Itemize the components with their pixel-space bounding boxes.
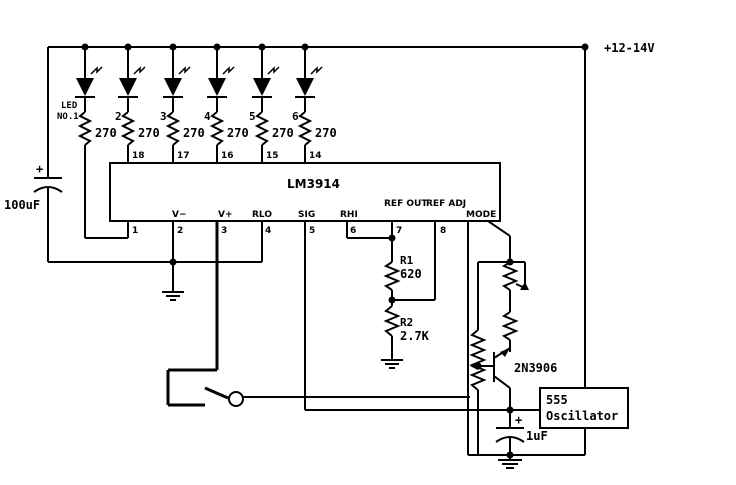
supply-rail — [47, 46, 586, 388]
pin-label-sig: SIG — [298, 210, 315, 220]
r2-name: R2 — [400, 316, 413, 329]
led-column-3: 270 3 17 — [160, 43, 205, 163]
led-diode-icon — [76, 78, 94, 96]
small-capacitor-value: 1uF — [526, 429, 548, 443]
led-diode-icon — [119, 78, 137, 96]
lm3914-chip — [109, 162, 501, 222]
led-column-5: 270 5 15 — [249, 43, 294, 163]
chip-top-pin-number: 17 — [177, 151, 190, 161]
pin-label-vminus: V− — [172, 210, 187, 220]
cap-ground-junction — [506, 451, 514, 459]
bottom-wiring — [85, 220, 586, 456]
chip-top-pin-number: 14 — [309, 151, 322, 161]
pot-arrow — [520, 282, 529, 290]
led-diode-icon — [208, 78, 226, 96]
led-resistor — [77, 111, 93, 146]
r2-resistor — [381, 305, 403, 369]
supply-node — [581, 43, 589, 51]
main-capacitor — [33, 168, 262, 263]
oscillator-line2: Oscillator — [546, 409, 618, 423]
led-resistor — [209, 111, 225, 146]
pin-number-4: 4 — [265, 226, 271, 236]
ground-junction — [169, 258, 177, 266]
chip-name: LM3914 — [287, 177, 340, 191]
light-emission-icon — [133, 66, 146, 75]
r2-value: 2.7K — [400, 329, 430, 343]
oscillator-line1: 555 — [546, 393, 568, 407]
led-resistor-value: 270 — [95, 126, 117, 140]
pin-number-2: 2 — [177, 226, 183, 236]
led-label: 4 — [204, 110, 211, 123]
r1-resistor — [383, 238, 401, 306]
pin-number-5: 5 — [309, 226, 315, 236]
pin-number-7: 7 — [396, 226, 402, 236]
switch-contact — [228, 391, 244, 407]
led-label: 3 — [160, 110, 167, 123]
transistor-name: 2N3906 — [514, 361, 557, 375]
led-resistor-value: 270 — [315, 126, 337, 140]
led-diode-icon — [253, 78, 271, 96]
pin-label-ref-adj: REF ADJ — [426, 199, 466, 209]
led-label: 5 — [249, 110, 256, 123]
chip-top-pin-number: 18 — [132, 151, 145, 161]
emitter-arrow — [500, 348, 510, 357]
r1-name: R1 — [400, 254, 414, 267]
led-resistor — [165, 111, 181, 146]
pin-number-3: 3 — [221, 226, 227, 236]
light-emission-icon — [90, 66, 103, 75]
led-label: 6 — [292, 110, 299, 123]
main-capacitor-polarity: + — [36, 162, 43, 176]
led-column-2: 270 2 18 — [115, 43, 160, 163]
chip-top-pin-number: 15 — [266, 151, 279, 161]
led-label: NO.1 — [57, 112, 79, 122]
pin-number-8: 8 — [440, 226, 446, 236]
pin-label-ref-out: REF OUT — [384, 199, 428, 209]
led-diode-icon — [164, 78, 182, 96]
base-junction — [474, 362, 482, 370]
pin-label-rlo: RLO — [252, 210, 272, 220]
light-emission-icon — [267, 66, 280, 75]
led-resistor — [254, 111, 270, 146]
pot-junction — [506, 258, 514, 266]
collector-junction — [506, 406, 514, 414]
pin-number-6: 6 — [350, 226, 356, 236]
led-resistor-value: 270 — [227, 126, 249, 140]
main-capacitor-value: 100uF — [4, 198, 40, 212]
chip-top-pin-number: 16 — [221, 151, 234, 161]
switch-wiring — [166, 221, 229, 407]
led-label: 2 — [115, 110, 122, 123]
led-column-4: 270 4 16 — [204, 43, 249, 163]
led-diode-icon — [296, 78, 314, 96]
pin-number-1: 1 — [132, 226, 138, 236]
r1-value: 620 — [400, 267, 422, 281]
pin-label-vplus: V+ — [218, 210, 233, 220]
oscillator-box — [539, 387, 629, 429]
light-emission-icon — [310, 66, 323, 75]
supply-label: +12-14V — [604, 41, 655, 55]
led-resistor-value: 270 — [183, 126, 205, 140]
light-emission-icon — [222, 66, 235, 75]
small-capacitor-polarity: + — [515, 413, 522, 427]
led-resistor-value: 270 — [272, 126, 294, 140]
light-emission-icon — [178, 66, 191, 75]
ground-symbol-main — [162, 291, 184, 301]
pin-label-rhi: RHI — [340, 210, 358, 220]
led-resistor-value: 270 — [138, 126, 160, 140]
led-resistor — [120, 111, 136, 146]
led-label: LED — [61, 101, 78, 111]
pin-label-mode: MODE — [466, 210, 496, 220]
led-column-6: 270 6 14 — [292, 43, 337, 163]
led-resistor — [297, 111, 313, 146]
